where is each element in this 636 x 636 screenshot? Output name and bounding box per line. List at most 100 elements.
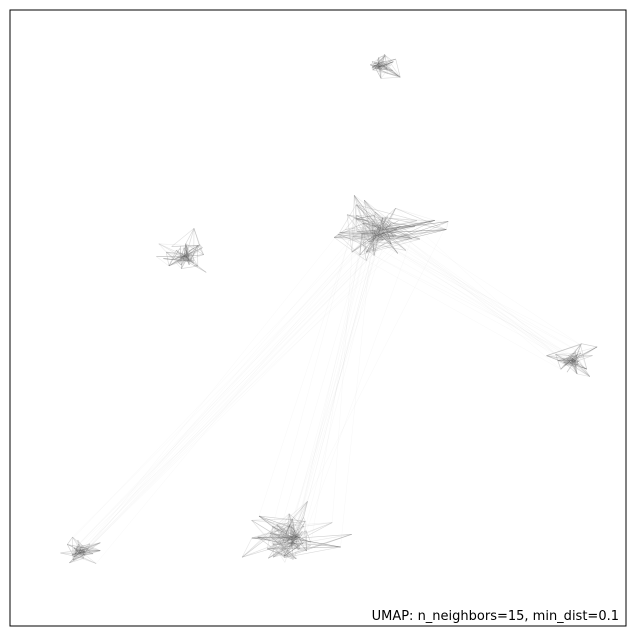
edge [289, 525, 293, 541]
edge [570, 357, 578, 375]
edge [566, 357, 573, 359]
edge [78, 551, 82, 554]
edge [291, 536, 298, 538]
edge [557, 358, 569, 361]
edge [294, 254, 361, 539]
edge [273, 540, 293, 558]
edge [76, 549, 91, 553]
edge [379, 66, 382, 70]
edge [353, 217, 383, 237]
edge [292, 518, 298, 545]
edge [74, 553, 83, 556]
edge [290, 536, 293, 541]
edge [72, 547, 75, 561]
edge [77, 539, 85, 549]
edge [574, 355, 578, 374]
edge [174, 256, 186, 260]
edge [273, 533, 291, 539]
edge [362, 223, 383, 232]
edge [310, 233, 363, 546]
edge [566, 357, 578, 375]
edge [353, 195, 382, 238]
edge [67, 536, 73, 545]
edge [186, 245, 189, 257]
edge [258, 515, 298, 537]
edge [69, 555, 84, 564]
edge [270, 526, 292, 534]
edge [83, 548, 89, 554]
edge [168, 257, 188, 267]
edge [377, 66, 380, 69]
edge [383, 231, 392, 244]
edge [386, 230, 580, 362]
edge [177, 261, 182, 266]
edge [382, 217, 401, 227]
edge [283, 513, 290, 557]
edge [333, 229, 346, 238]
edge [560, 343, 582, 370]
edge [267, 548, 294, 560]
edge [291, 526, 304, 545]
edge [366, 220, 435, 253]
edge [79, 551, 85, 554]
edge [251, 518, 293, 521]
inter-cluster-links [67, 208, 582, 564]
edge [366, 237, 382, 253]
edge [293, 534, 352, 539]
edge [85, 543, 90, 549]
edge [185, 243, 187, 246]
edge [283, 534, 352, 557]
edge [361, 229, 383, 235]
edge [379, 236, 382, 238]
edge [395, 208, 447, 230]
edge [60, 552, 80, 554]
edge [566, 354, 578, 361]
edge [67, 544, 75, 557]
edge [372, 238, 398, 254]
edge [273, 545, 300, 558]
edge [371, 64, 380, 69]
edge [267, 548, 283, 550]
edge [280, 531, 293, 541]
edge [354, 217, 369, 242]
edge [372, 238, 421, 240]
edge [287, 536, 291, 541]
edge [74, 551, 85, 554]
edge [387, 220, 435, 230]
edge [287, 534, 295, 542]
edge [291, 526, 305, 543]
edge [270, 533, 294, 542]
edge [546, 355, 579, 365]
edge [560, 359, 572, 370]
edge [381, 63, 383, 66]
edge [282, 536, 298, 545]
edge [377, 57, 379, 69]
edge [555, 353, 577, 357]
edge [370, 64, 380, 67]
edge [351, 227, 394, 253]
edge [567, 358, 574, 363]
edge [369, 233, 384, 239]
edge [565, 364, 572, 366]
edge [393, 226, 401, 229]
edge [180, 247, 203, 258]
edge [303, 522, 333, 527]
edge [291, 536, 298, 540]
edge [381, 208, 396, 232]
edge [379, 64, 401, 78]
edge [574, 360, 577, 363]
edge [361, 233, 367, 253]
edge [299, 239, 380, 550]
edge [385, 223, 388, 225]
edge [382, 61, 394, 66]
edge [354, 217, 398, 230]
edge [284, 536, 298, 558]
edge [353, 195, 357, 219]
edge [272, 542, 307, 552]
edge [272, 542, 294, 560]
edge [185, 256, 194, 264]
edge [276, 521, 306, 525]
edge [184, 228, 195, 257]
edge [571, 359, 591, 377]
edge [384, 61, 394, 67]
